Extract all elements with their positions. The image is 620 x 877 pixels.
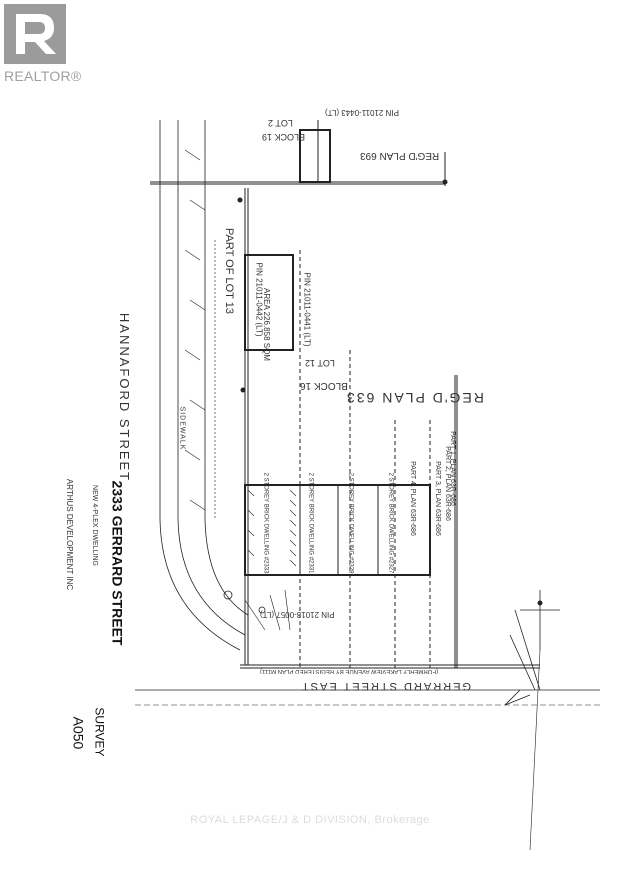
part-4-label: PART 4, PLAN 63R-686	[408, 461, 416, 536]
pin-south: PIN 21013-0057 (LT)	[260, 610, 335, 619]
survey-drawing: HANNAFORD STREET GERRARD STREET EAST (FO…	[0, 90, 620, 851]
dwelling-2331: 2 STOREY BRICK DWELLING #2331	[307, 472, 314, 574]
realtor-logo: REALTOR®	[4, 4, 81, 90]
project-address: 2333 GERRARD STREET	[109, 480, 126, 646]
pin-north: PIN 21011-0443 (LT)	[325, 108, 399, 117]
dwelling-2333: 2 STOREY BRICK DWELLING #2333	[262, 472, 269, 574]
street-label-west: HANNAFORD STREET	[117, 312, 133, 483]
plan-693-lot: LOT 2	[268, 118, 293, 128]
part-of-lot-label: PART OF LOT 13	[223, 228, 235, 314]
street-note-south: (FORMERLY LAKEVIEW AVENUE BY REGISTERED …	[260, 668, 439, 674]
sheet-title: SURVEY	[92, 707, 107, 757]
client-name: ARTHUS DEVELOPMENT INC	[65, 478, 75, 591]
part-2-label: PART 2, PLAN 63R-686	[443, 446, 451, 521]
plan-693-block: BLOCK 19	[262, 132, 306, 142]
plan-633-lot: LOT 12	[305, 358, 335, 368]
sidewalk-label: SIDEWALK	[178, 406, 186, 451]
realtor-r-icon	[4, 4, 66, 64]
dwelling-2329: 2 STOREY BRICK DWELLING #2329	[347, 472, 354, 574]
project-description: NEW 4-PLEX DWELLING	[90, 485, 98, 566]
brokerage-watermark: ROYAL LEPAGE/J & D DIVISION, Brokerage	[190, 814, 430, 826]
sheet-number: A050	[70, 716, 87, 750]
part-3-label: PART 3, PLAN 63R-686	[433, 461, 441, 536]
plan-633-block: BLOCK 16	[300, 380, 348, 391]
street-label-south: GERRARD STREET EAST	[300, 680, 472, 692]
plan-693-label: REG'D PLAN 693	[360, 150, 440, 161]
area-label: AREA 226.858 SQM	[261, 288, 271, 361]
dwelling-2327: 2 STOREY BRICK DWELLING #2327	[387, 472, 394, 574]
realtor-logo-text: REALTOR®	[4, 68, 82, 84]
pin-middle: PIN 21011-0441 (LT)	[302, 272, 312, 347]
plan-633-label: REG'D PLAN 633	[345, 390, 484, 406]
survey-plan-lines	[135, 120, 600, 851]
